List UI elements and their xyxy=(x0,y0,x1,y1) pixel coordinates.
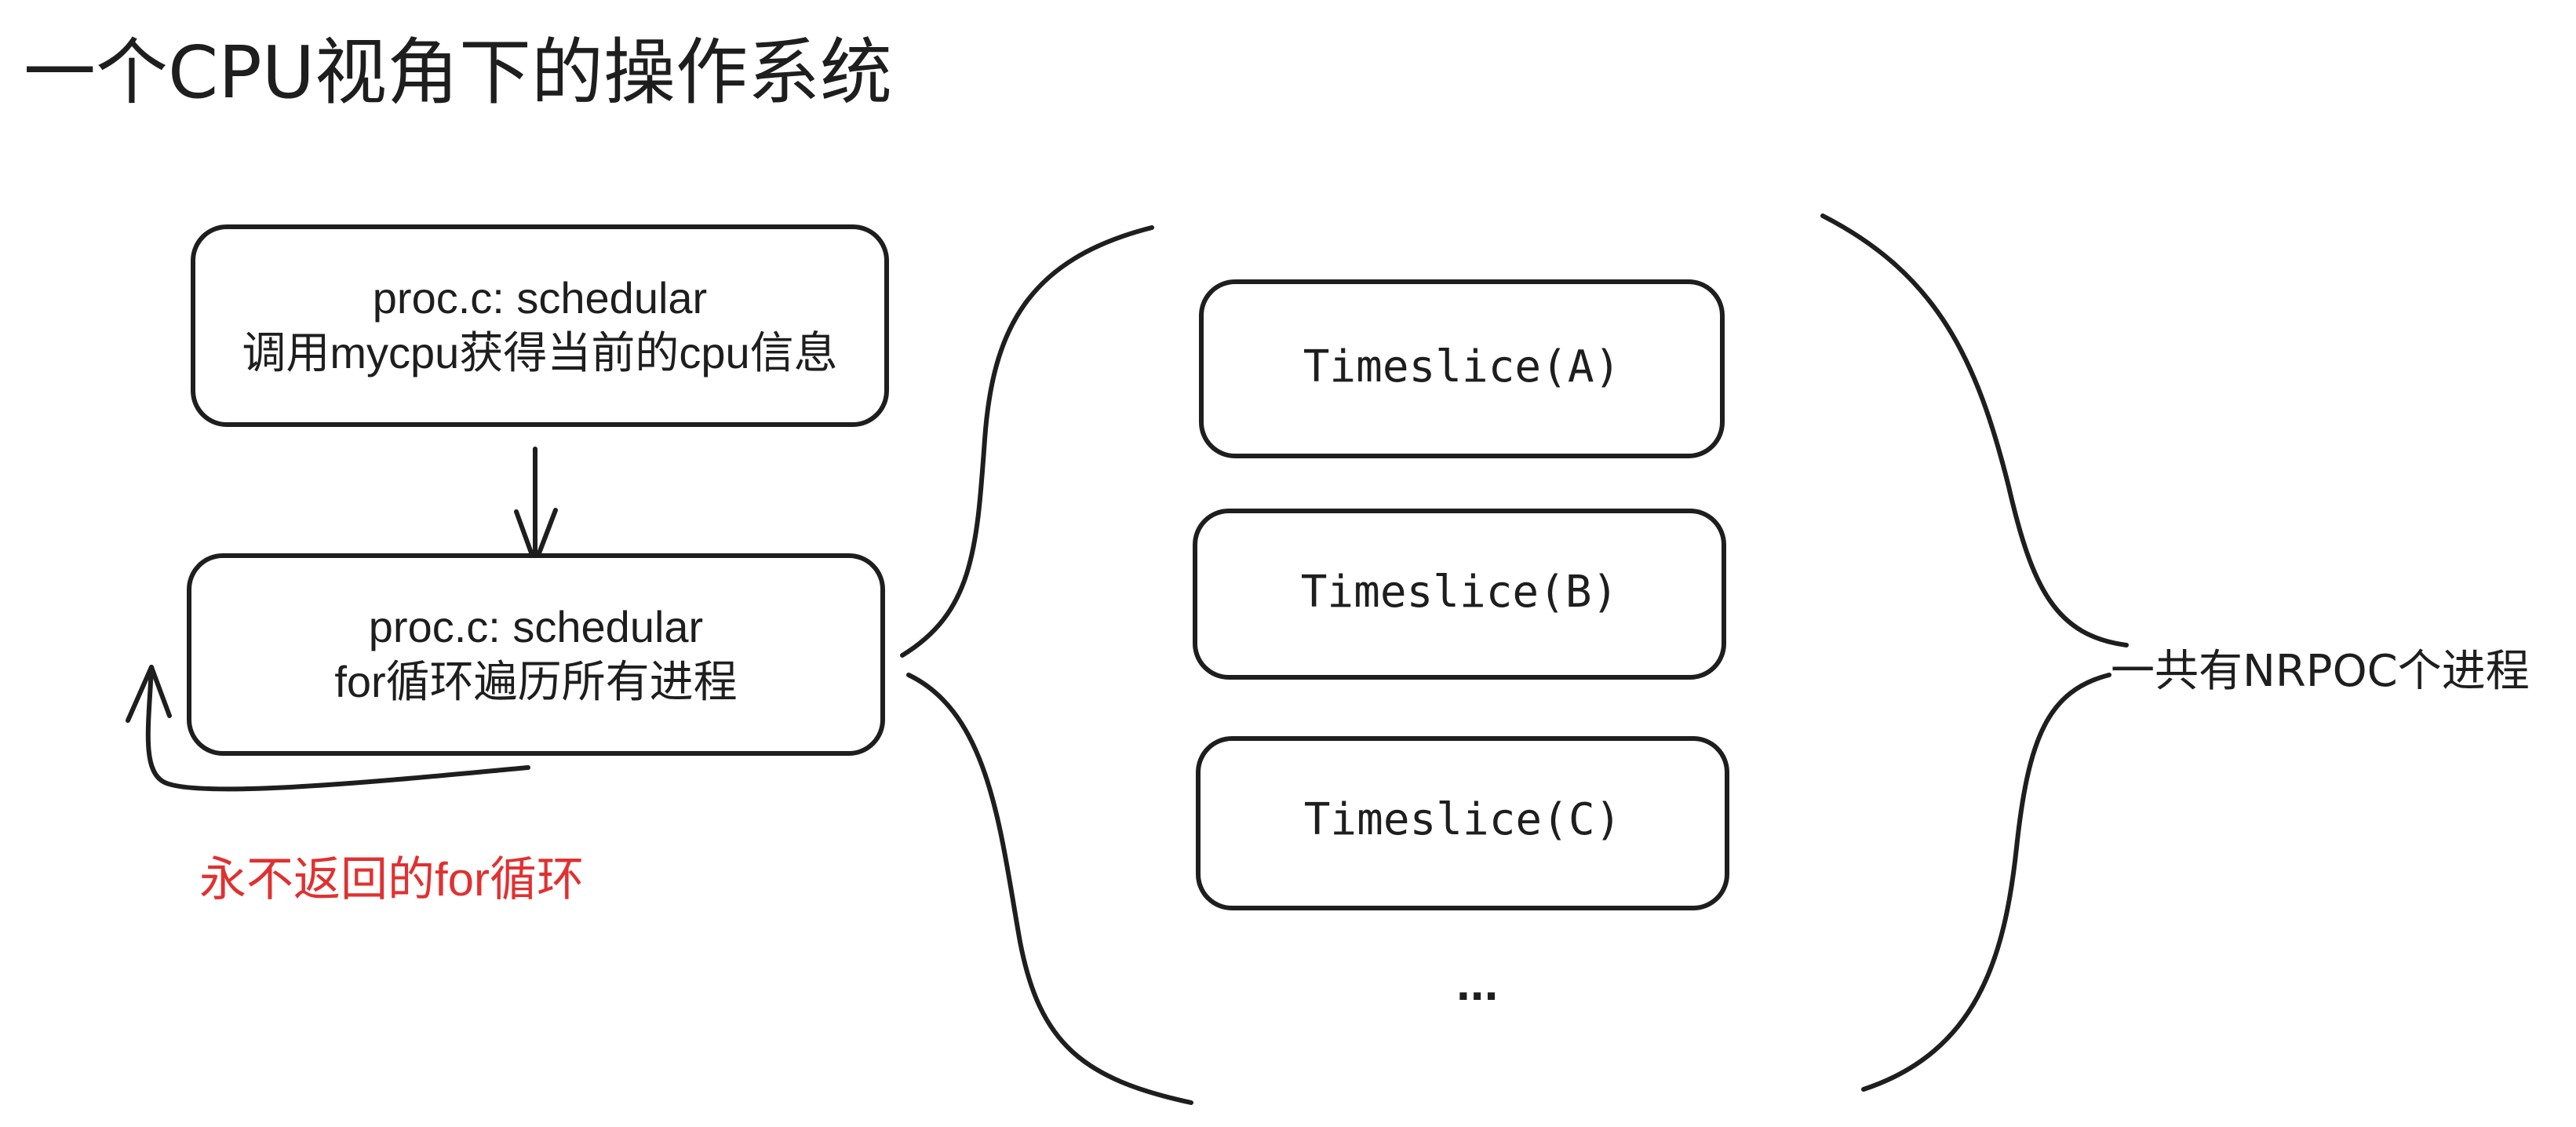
more-timeslices-ellipsis: ... xyxy=(1456,954,1499,1011)
self-loop-arrow xyxy=(145,665,530,792)
node-loop-text: proc.c: schedular for循环遍历所有进程 xyxy=(187,600,885,709)
timeslice-label-b: Timeslice(B) xyxy=(1300,567,1619,618)
node-loop-line2: for循环遍历所有进程 xyxy=(334,657,738,706)
timeslice-box-c xyxy=(1196,736,1729,910)
node-mycpu-text: proc.c: schedular 调用mycpu获得当前的cpu信息 xyxy=(191,271,889,381)
loop-label: 永不返回的for循环 xyxy=(199,853,585,906)
node-mycpu xyxy=(191,224,889,427)
right-brace-lower xyxy=(1861,673,2111,1092)
left-brace xyxy=(900,225,1154,658)
timeslice-label-c: Timeslice(C) xyxy=(1303,794,1622,845)
node-loop xyxy=(187,553,885,756)
page-title: 一个CPU视角下的操作系统 xyxy=(24,31,893,115)
left-brace-lower xyxy=(906,673,1193,1105)
right-brace xyxy=(1820,213,2129,647)
node-loop-line1: proc.c: schedular xyxy=(368,602,704,651)
node-mycpu-line1: proc.c: schedular xyxy=(372,273,708,323)
node-mycpu-line2: 调用mycpu获得当前的cpu信息 xyxy=(242,328,838,377)
timeslice-box-b xyxy=(1193,509,1726,680)
process-count-label: 一共有NRPOC个进程 xyxy=(2111,646,2530,697)
timeslice-box-a xyxy=(1199,279,1725,458)
timeslice-label-a: Timeslice(A) xyxy=(1303,341,1621,392)
self-loop-arrow-head xyxy=(126,665,172,723)
